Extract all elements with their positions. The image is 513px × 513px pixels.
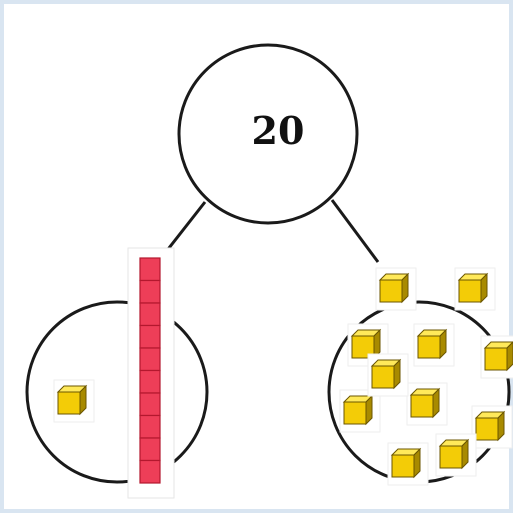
- ten-rod-unit-3: [139, 302, 161, 327]
- ten-rod-unit-4: [139, 324, 161, 349]
- right-unit-cube-icon-11: [367, 353, 409, 397]
- ten-rod-unit-9: [139, 437, 161, 462]
- right-unit-cube-icon-5: [480, 335, 513, 379]
- whole-value: 20: [252, 108, 305, 153]
- left-unit-cube-icon-1: [53, 379, 95, 423]
- left-part-cubes: [53, 379, 95, 423]
- right-unit-cube-icon-1: [375, 267, 417, 311]
- ten-rod-unit-8: [139, 414, 161, 439]
- connector-line-right: [330, 199, 380, 263]
- ten-rod-unit-1: [139, 257, 161, 282]
- right-unit-cube-icon-7: [406, 382, 448, 426]
- ten-rod-unit-5: [139, 347, 161, 372]
- right-unit-cube-icon-2: [454, 267, 496, 311]
- ten-rod-unit-2: [139, 279, 161, 304]
- right-part-cubes: [339, 267, 513, 486]
- whole-circle: [177, 43, 359, 225]
- right-unit-cube-icon-9: [387, 442, 429, 486]
- right-unit-cube-icon-6: [339, 389, 381, 433]
- right-unit-cube-icon-4: [413, 323, 455, 367]
- right-unit-cube-icon-10: [435, 433, 477, 477]
- ten-rod-unit-7: [139, 392, 161, 417]
- right-unit-cube-icon-8: [471, 405, 513, 449]
- ten-rod-unit-10: [139, 459, 161, 484]
- left-part-ten-rod: [127, 247, 175, 499]
- ten-rod-unit-6: [139, 369, 161, 394]
